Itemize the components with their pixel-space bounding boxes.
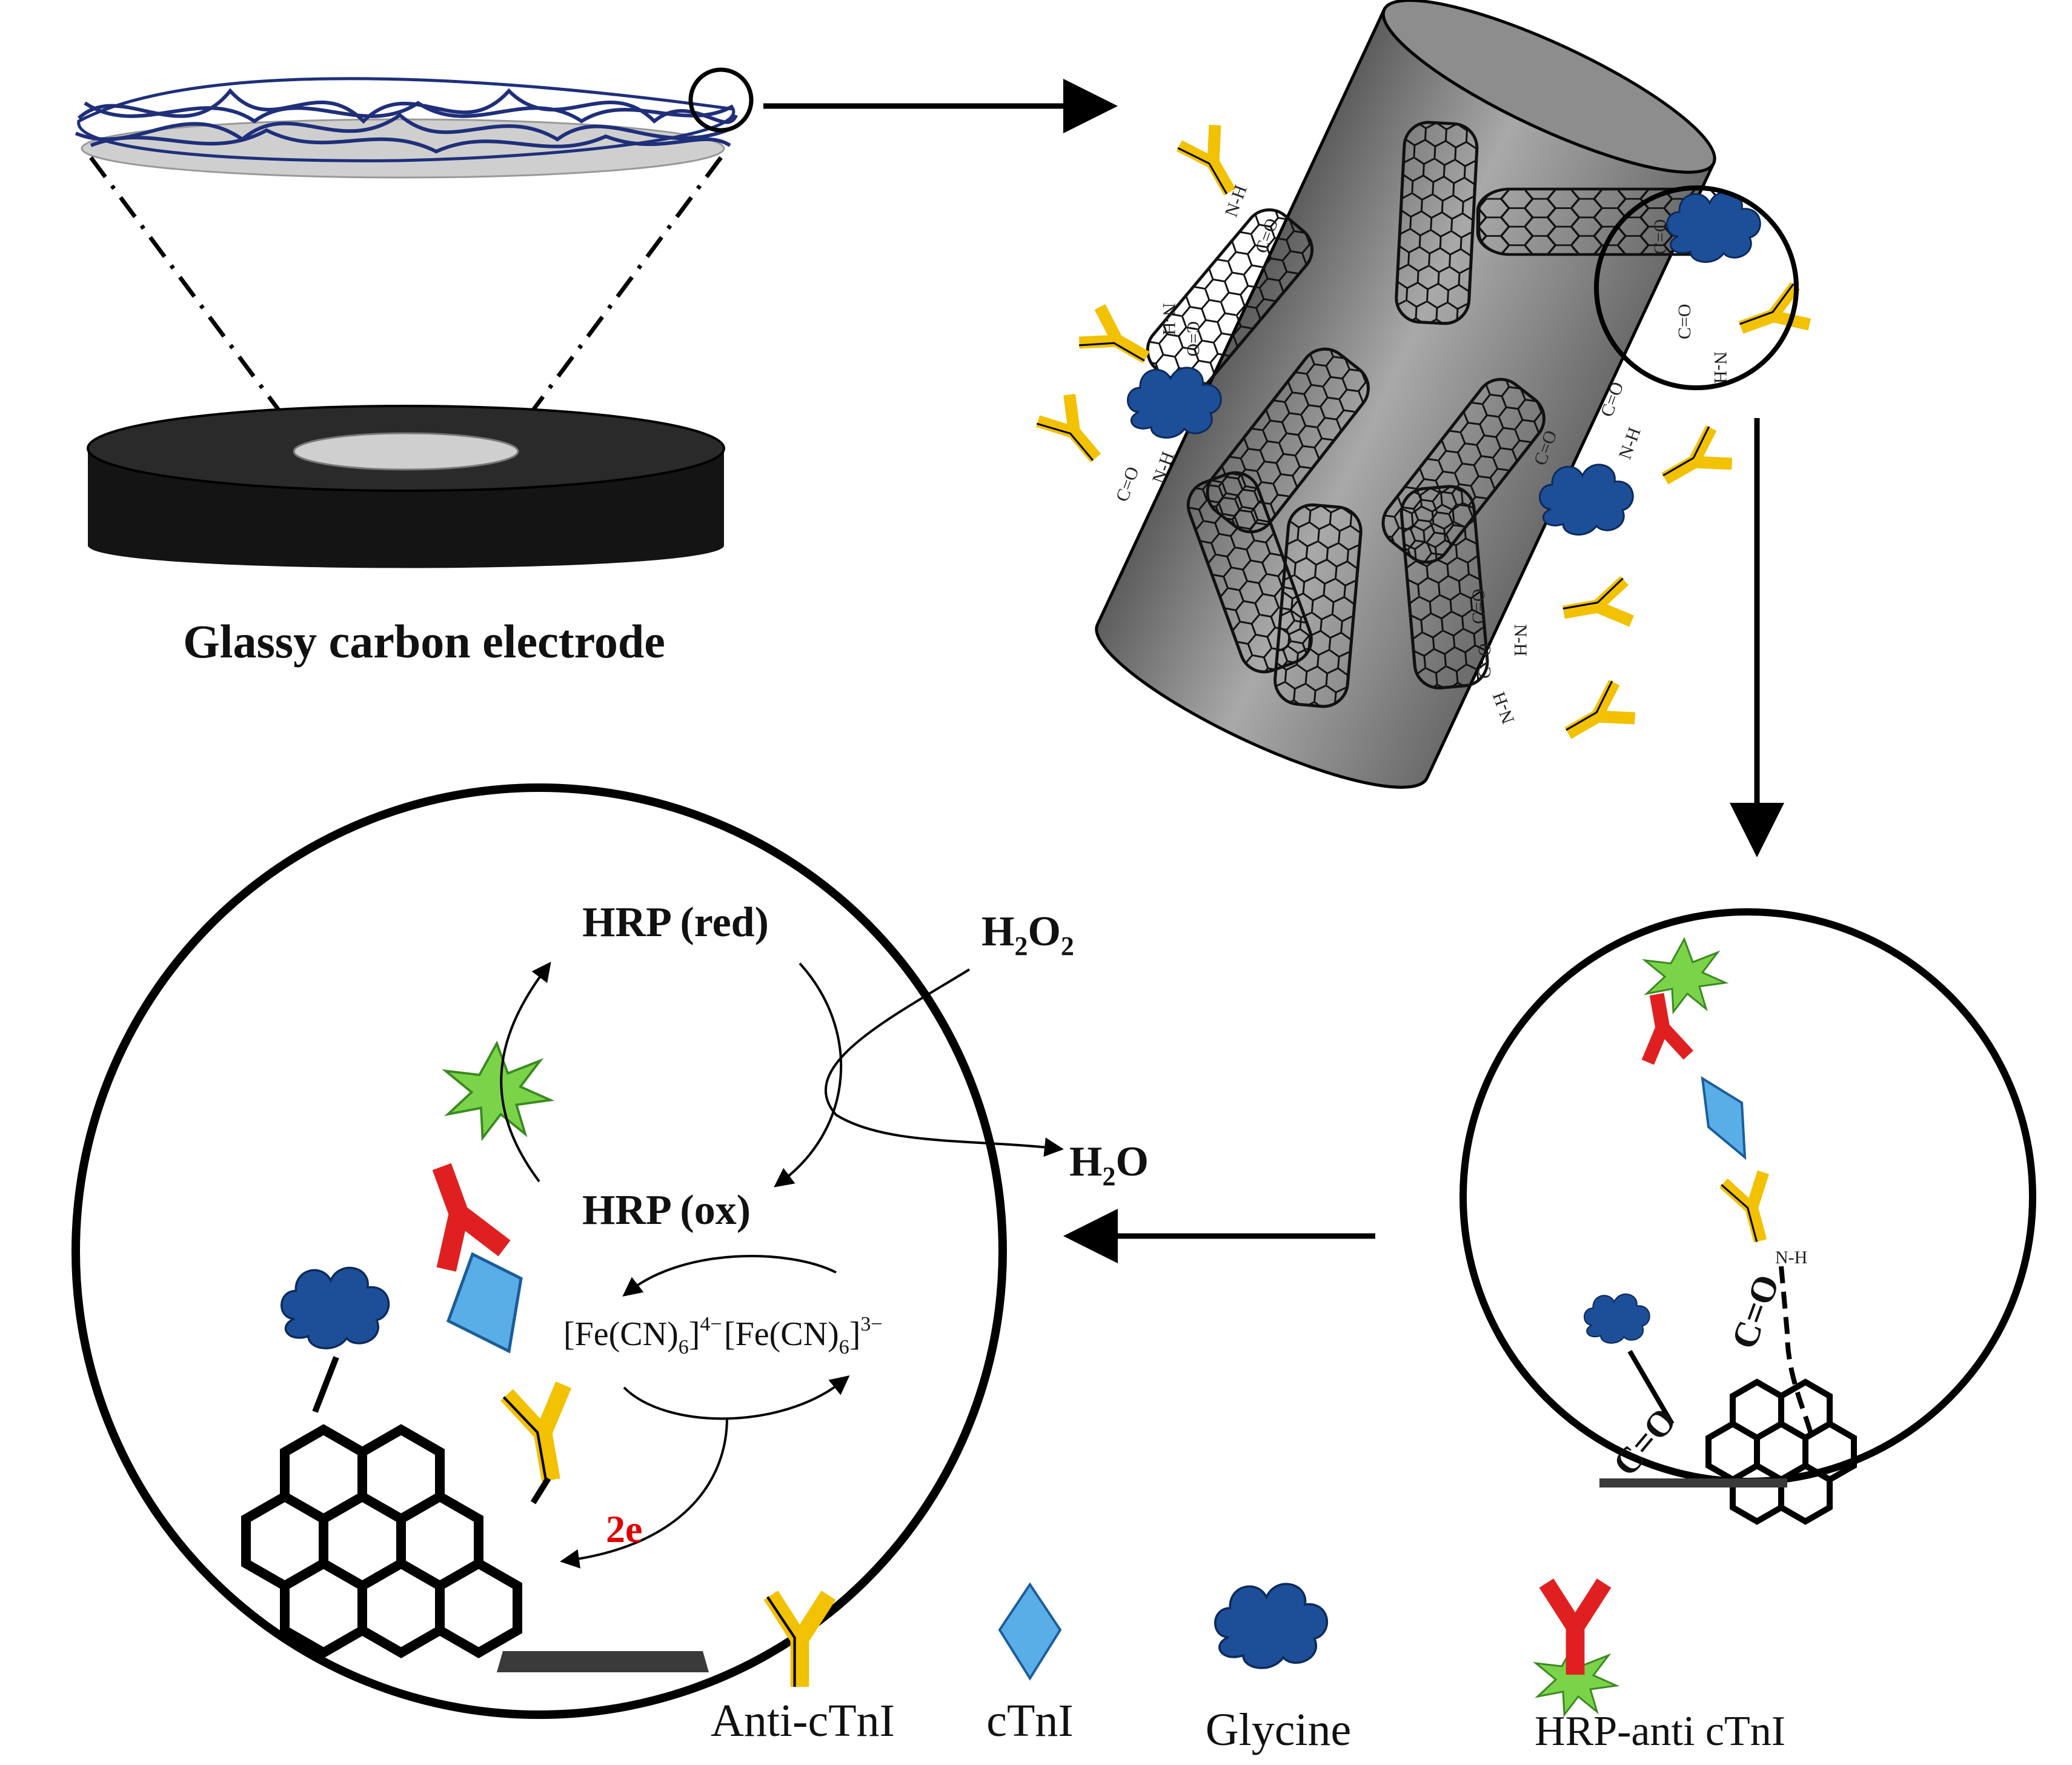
electrode-label: Glassy carbon electrode — [183, 615, 665, 668]
carbonyl-label: C=O — [1650, 219, 1670, 254]
hrp-ox-label: HRP (ox) — [582, 1187, 751, 1234]
zoom-circle-small — [688, 67, 754, 133]
amide-label: N-H — [1775, 1248, 1807, 1268]
amide-label: N-H — [1615, 425, 1645, 462]
amide-label: N-H — [1159, 303, 1179, 335]
glassy-carbon-electrode — [87, 405, 725, 568]
amide-label: N-H — [1710, 351, 1730, 384]
svg-text:Glycine: Glycine — [1206, 1704, 1352, 1755]
graphene-sheet-large — [241, 1424, 523, 1658]
hrp-red-label: HRP (red) — [582, 899, 769, 946]
carbonyl-label: C=O — [1469, 588, 1489, 624]
cnt-mesh — [75, 88, 738, 154]
svg-text:Anti-cTnI: Anti-cTnI — [711, 1695, 895, 1746]
legend-item-anti-ctni: Anti-cTnI — [711, 1595, 895, 1746]
amide-label: N-H — [1510, 624, 1530, 656]
cnt-film-disc — [75, 67, 754, 179]
ferricyanide-label: [Fe(CN)6]3− — [724, 1313, 883, 1358]
cnt-cylinder: N-H C=O N-H C=O C=O N-H C=O C=O N-H C=O … — [1036, 0, 1810, 789]
red-antibody-with-star-icon — [1535, 1578, 1618, 1716]
zoom-circle-right: N-H C=O C=O — [1459, 908, 2036, 1525]
blue-diamond-icon — [998, 1582, 1062, 1681]
projection-lines — [89, 156, 723, 420]
hrp-antibody — [1641, 992, 1693, 1065]
electron-label: 2e — [606, 1507, 642, 1551]
blue-cloud-icon — [1214, 1583, 1329, 1669]
ferrocyanide-label: [Fe(CN)6]4− — [563, 1313, 722, 1358]
svg-text:cTnI: cTnI — [986, 1695, 1073, 1746]
legend-item-ctni: cTnI — [986, 1582, 1074, 1746]
svg-text:HRP-anti cTnI: HRP-anti cTnI — [1535, 1708, 1785, 1755]
carbonyl-label: C=O — [1183, 321, 1203, 357]
zoom-circle-left: HRP (red) HRP (ox) H2O2 H2O [Fe(CN)6]4− … — [71, 783, 1149, 1719]
carbonyl-label: C=O — [1675, 304, 1695, 339]
legend-item-hrp-anti-ctni: HRP-anti cTnI — [1535, 1578, 1785, 1755]
h2o-label: H2O — [1069, 1138, 1149, 1191]
legend: Anti-cTnI cTnI Glycine HRP-anti cTnI — [711, 1578, 1785, 1755]
hrp-antibody — [432, 1163, 511, 1272]
zoom-circle-cylinder — [1594, 185, 1799, 390]
carbonyl-label: C=O — [1112, 464, 1143, 504]
carbonyl-label: C=O — [1475, 643, 1495, 679]
h2o2-label: H2O2 — [981, 908, 1074, 961]
legend-item-glycine: Glycine — [1206, 1583, 1352, 1755]
amide-label: N-H — [1489, 689, 1518, 726]
